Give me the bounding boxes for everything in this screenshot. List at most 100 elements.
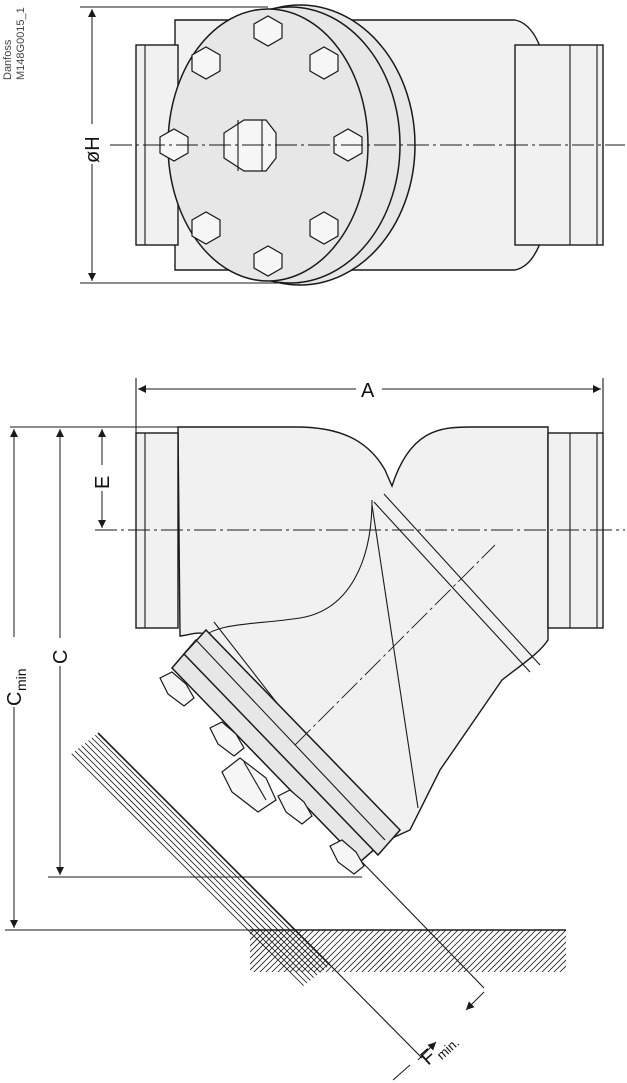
hatch-line — [475, 930, 519, 972]
hatch-line — [70, 733, 157, 987]
hatch-line — [499, 930, 543, 972]
wall-line — [97, 732, 331, 966]
hatch-line — [547, 953, 566, 972]
dimension-c-label: C — [50, 650, 72, 664]
hatch-line — [70, 733, 79, 987]
hatch-line — [301, 930, 345, 972]
hatch-line — [70, 733, 247, 987]
hatch-line — [403, 930, 447, 972]
drawing-code: M148G0015_1 — [15, 7, 27, 80]
hatch-line — [250, 930, 255, 935]
hatch-line — [250, 930, 273, 953]
hatch-line — [331, 930, 375, 972]
hatch-line — [569, 930, 614, 975]
hatch-line — [439, 930, 483, 972]
hatch-line — [185, 930, 230, 975]
bolt-hex-icon — [253, 15, 283, 47]
hatch-line — [535, 941, 566, 972]
dimension-e-label: E — [92, 476, 114, 489]
hatch-line — [70, 733, 330, 987]
hatch-line — [349, 930, 393, 972]
dimension-f-line — [392, 1064, 411, 1081]
bolt-hex-icon — [191, 46, 221, 80]
branch-centerline — [294, 544, 496, 746]
dimension-cmin-label: C min — [4, 668, 29, 706]
bolt-hex-icon — [159, 671, 195, 707]
side-view-bolts — [159, 671, 365, 875]
hatch-line — [445, 930, 489, 972]
hatch-line — [161, 930, 206, 975]
dimension-f-label: F min. — [417, 1035, 462, 1070]
hatch-line — [541, 947, 566, 972]
hatch-line — [70, 733, 85, 987]
hatch-line — [70, 733, 235, 987]
hatch-line — [271, 930, 315, 972]
hatch-line — [70, 733, 289, 987]
hatch-line — [397, 930, 441, 972]
bolt-hex-icon — [253, 245, 283, 277]
hatch-line — [70, 733, 139, 987]
hatch-line — [487, 930, 531, 972]
hatch-line — [253, 930, 297, 972]
hatch-line — [250, 930, 291, 971]
top-view-bolts — [159, 15, 363, 277]
hatch-line — [295, 930, 339, 972]
hatch-line — [70, 733, 169, 987]
hatch-line — [451, 930, 495, 972]
hatch-line — [250, 930, 267, 947]
drain-plug-icon — [223, 119, 277, 172]
hatch-line — [367, 930, 411, 972]
hatch-line — [469, 930, 513, 972]
hatch-line — [415, 930, 459, 972]
bolt-hex-icon — [309, 211, 339, 245]
hatch-line — [481, 930, 525, 972]
hatch-line — [250, 930, 285, 965]
hatch-line — [70, 733, 73, 987]
bolt-hex-icon — [209, 721, 245, 757]
hatch-line — [289, 930, 333, 972]
hatch-line — [259, 930, 303, 972]
hatch-line — [70, 733, 115, 987]
hatch-line — [197, 930, 242, 975]
hatch-line — [391, 930, 435, 972]
floor-hatching — [155, 930, 614, 975]
side-view-left-socket — [135, 432, 179, 629]
hatch-line — [559, 965, 566, 972]
hatch-line — [179, 930, 224, 975]
hatch-line — [553, 959, 566, 972]
bolt-hex-icon — [159, 128, 189, 162]
hatch-line — [70, 733, 217, 987]
hatch-line — [0, 700, 66, 1000]
drawing-reference: Danfoss M148G0015_1 — [2, 7, 27, 80]
hatch-line — [70, 733, 330, 987]
dimension-cmin-main: C — [4, 692, 26, 706]
side-view: A E C C min F min. — [0, 378, 625, 1081]
drain-plug-icon — [221, 757, 277, 813]
hatch-line — [250, 930, 279, 959]
hatch-line — [155, 930, 200, 975]
hatch-line — [421, 930, 465, 972]
hatch-line — [191, 930, 236, 975]
hatch-line — [70, 733, 151, 987]
hatch-line — [343, 930, 387, 972]
hatch-line — [173, 930, 218, 975]
hatch-line — [319, 930, 363, 972]
hatch-line — [505, 930, 549, 972]
dimension-f-sub: min. — [434, 1035, 462, 1063]
hatch-line — [511, 930, 555, 972]
hatch-line — [70, 733, 127, 987]
hatch-line — [0, 700, 60, 1000]
hatch-line — [70, 733, 330, 987]
hatch-line — [409, 930, 453, 972]
hatch-line — [70, 733, 181, 987]
dimension-cmin-sub: min — [13, 668, 29, 691]
side-view-right-socket — [547, 432, 604, 629]
hatch-line — [70, 733, 163, 987]
bolt-hex-icon — [329, 839, 365, 875]
hatch-line — [70, 733, 330, 987]
hatch-line — [283, 930, 327, 972]
hatch-line — [250, 930, 261, 941]
hatch-line — [307, 930, 351, 972]
hatch-line — [361, 930, 405, 972]
hatch-line — [313, 930, 357, 972]
